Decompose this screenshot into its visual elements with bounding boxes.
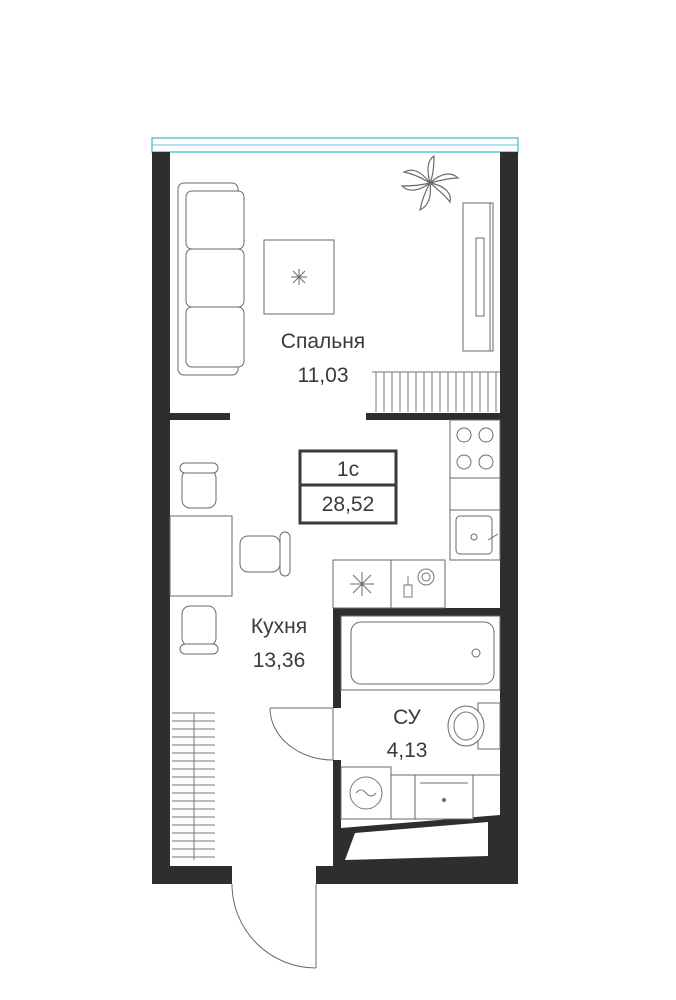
- outer-walls: [152, 152, 518, 884]
- chair: [239, 531, 291, 577]
- kitchen-area: 13,36: [253, 649, 306, 672]
- rug: [263, 239, 335, 315]
- stove: [449, 419, 501, 479]
- dining-table: [169, 515, 233, 597]
- boiler: [390, 559, 446, 609]
- tv-stand: [462, 202, 494, 352]
- apartment-total-area: 28,52: [322, 493, 375, 516]
- sink: [449, 509, 501, 561]
- radiator: [372, 371, 500, 412]
- bedroom-name: Спальня: [281, 330, 365, 353]
- bedroom-area: 11,03: [298, 364, 349, 387]
- sofa: [177, 182, 245, 376]
- plant-icon: [400, 154, 460, 212]
- fridge: [332, 559, 392, 609]
- bathroom-area: 4,13: [387, 739, 428, 762]
- chair: [179, 605, 219, 655]
- toilet-cabinet: [390, 774, 500, 820]
- window: [151, 137, 519, 153]
- inner-walls: [170, 413, 500, 866]
- washing-machine: [340, 766, 392, 820]
- bathtub: [340, 615, 501, 691]
- apartment-type: 1с: [337, 458, 359, 481]
- washbasin: [447, 702, 501, 750]
- apartment-badge: 1с 28,52: [298, 449, 398, 525]
- chair: [179, 462, 219, 509]
- kitchen-name: Кухня: [251, 615, 307, 638]
- entrance-door: [231, 883, 317, 969]
- bathroom-door: [269, 707, 334, 761]
- countertop: [449, 477, 501, 511]
- bathroom-name: СУ: [393, 706, 421, 729]
- wardrobe: [172, 712, 215, 860]
